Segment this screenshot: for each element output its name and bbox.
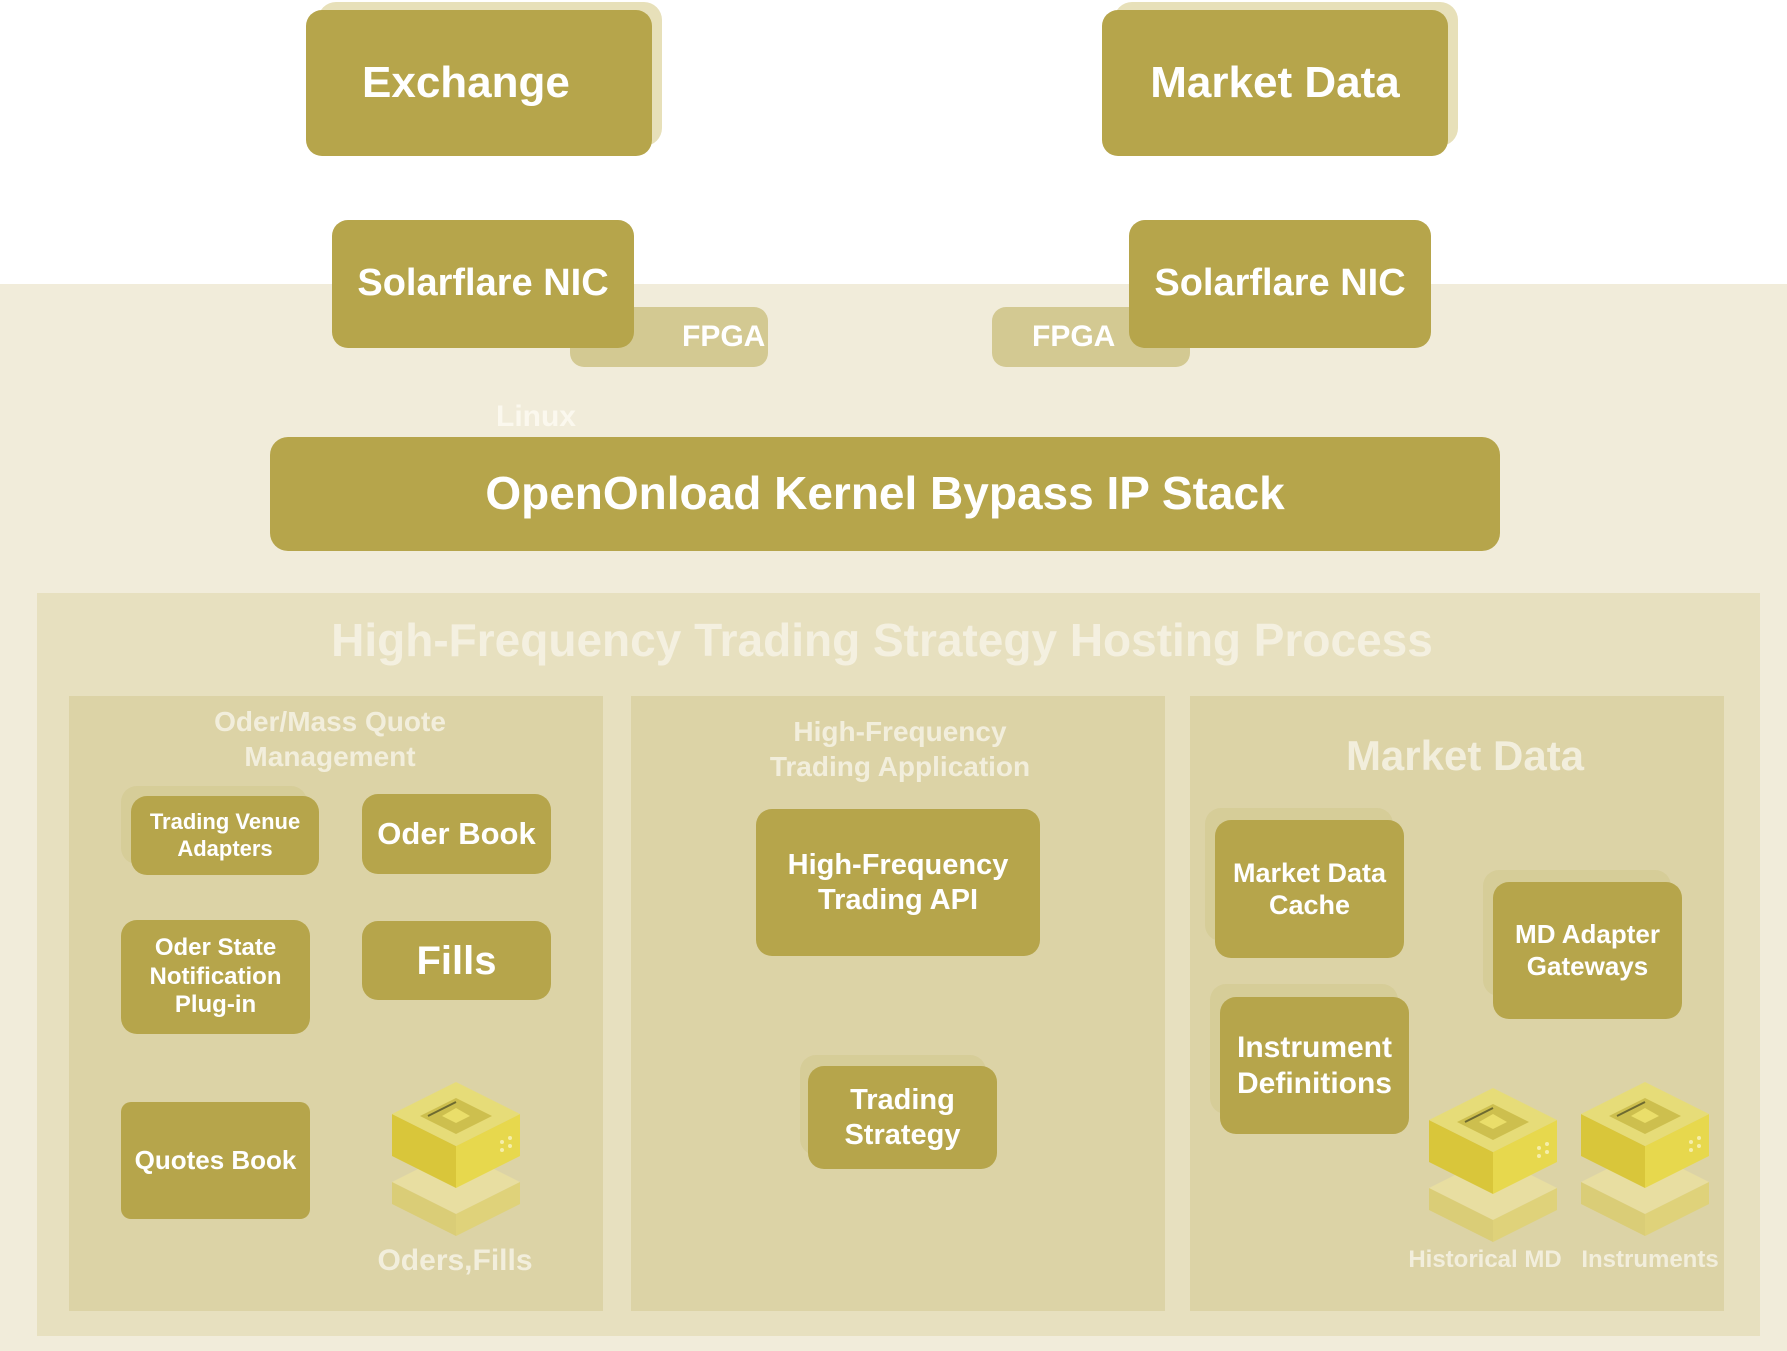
fills-box: Fills: [362, 921, 551, 1000]
order-state-plugin-box: Oder State Notification Plug-in: [121, 920, 310, 1034]
historical-md-db-label: Historical MD: [1408, 1246, 1562, 1273]
hosting-process-title: High-Frequency Trading Strategy Hosting …: [331, 614, 1433, 666]
order-panel-title: Oder/Mass Quote Management: [214, 706, 446, 772]
openonload-stack: OpenOnload Kernel Bypass IP Stack: [270, 437, 1500, 551]
instruments-database-icon: [1581, 1082, 1709, 1236]
order-book-box: Oder Book: [362, 794, 551, 874]
left-fpga: FPGA: [570, 307, 768, 367]
left-solarflare-nic: Solarflare NIC: [332, 220, 634, 348]
orders-fills-db-label: Oders,Fills: [377, 1244, 533, 1277]
quotes-book-box: Quotes Book: [121, 1102, 310, 1219]
right-solarflare-nic: Solarflare NIC: [1129, 220, 1431, 348]
db-upper-tier: [1581, 1082, 1709, 1188]
historical-md-database-icon: [1429, 1088, 1557, 1242]
trading-strategy-box: Trading Strategy: [808, 1066, 997, 1169]
md-adapter-gateways-box: MD Adapter Gateways: [1493, 882, 1682, 1019]
md-cache-box: Market Data Cache: [1215, 820, 1404, 958]
exchange-box: Exchange: [306, 10, 652, 156]
orders-fills-database-icon: [392, 1082, 520, 1236]
instruments-db-label: Instruments: [1581, 1246, 1719, 1273]
instrument-definitions-box: Instrument Definitions: [1220, 997, 1409, 1134]
hft-api-box: High-Frequency Trading API: [756, 809, 1040, 956]
trading-venue-adapters-box: Trading Venue Adapters: [131, 796, 319, 875]
app-panel-title: High-Frequency Trading Application: [769, 716, 1031, 782]
db-upper-tier: [1429, 1088, 1557, 1194]
trading-application-panel: [631, 696, 1165, 1311]
md-panel-title: Market Data: [1345, 732, 1585, 779]
market-data-source-box: Market Data: [1102, 10, 1448, 156]
db-upper-tier: [392, 1082, 520, 1188]
linux-label: Linux: [496, 400, 576, 433]
